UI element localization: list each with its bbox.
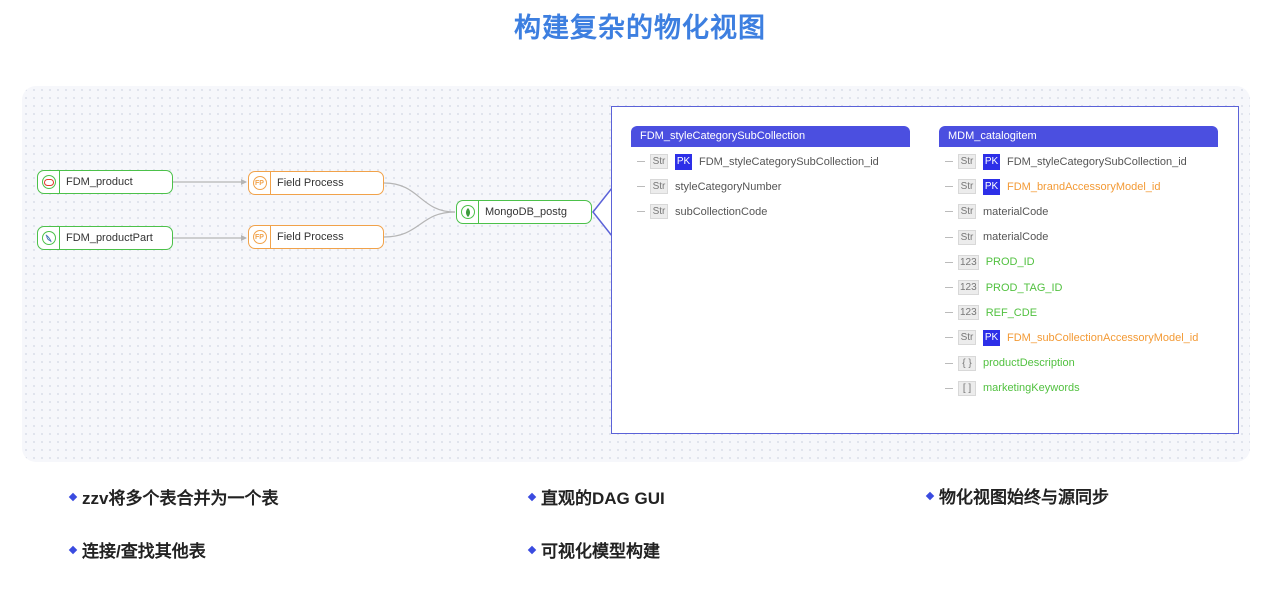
field-name: materialCode [983,205,1049,218]
table-field-row[interactable]: Str PK FDM_brandAccessoryModel_id [939,174,1218,199]
source-label: FDM_product [66,176,133,188]
feature-item: 连接/查找其他表 [68,537,206,562]
table-field-row[interactable]: Str materialCode [939,225,1218,250]
field-name: PROD_ID [985,256,1035,269]
table-field-row[interactable]: 123 REF_CDE [939,300,1218,325]
arrow-head-1 [241,179,247,185]
source-node-fdm-productpart[interactable]: FDM_productPart [37,226,173,250]
field-type-badge: Str [958,330,976,346]
field-connector [945,387,953,389]
process-label: Field Process [277,177,344,189]
feature-item: zzv将多个表合并为一个表 [68,484,278,509]
field-type-badge: { } [958,355,976,371]
target-node-mongodb[interactable]: MongoDB_postg [456,200,592,224]
bullet-diamond-icon [68,492,78,501]
field-connector [945,261,953,263]
field-name: materialCode [983,231,1049,244]
page-title: 构建复杂的物化视图 [514,13,766,43]
field-connector [945,287,953,289]
target-label: MongoDB_postg [485,206,567,218]
feature-item: 直观的DAG GUI [527,484,665,509]
table-field-row[interactable]: Str materialCode [939,199,1218,224]
field-connector [945,362,953,364]
table-field-row[interactable]: Str PK FDM_styleCategorySubCollection_id [631,149,910,174]
field-type-badge: 123 [958,254,979,270]
field-type-badge: Str [958,204,976,220]
bullet-diamond-icon [925,491,935,500]
mysql-dolphin-icon [38,227,60,249]
field-name: FDM_styleCategorySubCollection_id [699,155,879,168]
field-name: marketingKeywords [983,382,1080,395]
field-process-icon: FP [249,172,271,194]
field-connector [945,211,953,213]
feature-item: 物化视图始终与源同步 [925,483,1109,508]
field-type-badge: Str [650,204,668,220]
oracle-icon [38,171,60,193]
table-field-row[interactable]: Str subCollectionCode [631,199,910,224]
table-fdm-stylecategorysubcollection: FDM_styleCategorySubCollection Str PK FDM_… [631,126,910,225]
table-field-row[interactable]: 123 PROD_TAG_ID [939,275,1218,300]
table-field-row[interactable]: 123 PROD_ID [939,250,1218,275]
field-type-badge: Str [650,179,668,195]
wire-process1-target [383,182,456,213]
mongodb-leaf-icon [457,201,479,223]
field-connector [945,236,953,238]
field-connector [637,211,645,213]
field-type-badge: 123 [958,305,979,321]
field-type-badge: 123 [958,280,979,296]
field-name: subCollectionCode [675,205,768,218]
field-type-badge: Str [958,229,976,245]
arrow-head-2 [241,235,247,241]
field-connector [637,161,645,163]
field-type-badge: Str [958,154,976,170]
field-type-badge: Str [958,179,976,195]
bullet-diamond-icon [527,545,537,554]
primary-key-badge: PK [983,329,1000,346]
field-connector [945,337,953,339]
field-connector [637,186,645,188]
table-field-row[interactable]: { } productDescription [939,351,1218,376]
primary-key-badge: PK [983,153,1000,170]
table-field-row[interactable]: Str PK FDM_styleCategorySubCollection_id [939,149,1218,174]
field-name: FDM_brandAccessoryModel_id [1007,180,1161,193]
field-name: styleCategoryNumber [675,180,782,193]
table-field-row[interactable]: Str PK FDM_subCollectionAccessoryModel_id [939,325,1218,350]
wire-process2-target [383,211,456,238]
field-connector [945,161,953,163]
source-label: FDM_productPart [66,232,153,244]
field-name: REF_CDE [985,306,1038,319]
bullet-diamond-icon [527,492,537,501]
table-header: MDM_catalogitem [939,126,1218,147]
process-node-field-process-1[interactable]: FP Field Process [248,171,384,195]
table-header: FDM_styleCategorySubCollection [631,126,910,147]
field-connector [945,186,953,188]
field-name: PROD_TAG_ID [985,281,1063,294]
field-type-badge: Str [650,154,668,170]
source-node-fdm-product[interactable]: FDM_product [37,170,173,194]
bullet-diamond-icon [68,545,78,554]
field-name: FDM_styleCategorySubCollection_id [1007,155,1187,168]
table-field-row[interactable]: [ ] marketingKeywords [939,376,1218,401]
field-name: productDescription [983,357,1075,370]
process-label: Field Process [277,231,344,243]
table-field-row[interactable]: Str styleCategoryNumber [631,174,910,199]
primary-key-badge: PK [675,153,692,170]
panel-pointer [592,185,613,239]
field-process-icon: FP [249,226,271,248]
field-name: FDM_subCollectionAccessoryModel_id [1007,331,1199,344]
process-node-field-process-2[interactable]: FP Field Process [248,225,384,249]
field-type-badge: [ ] [958,380,976,396]
primary-key-badge: PK [983,178,1000,195]
field-connector [945,312,953,314]
feature-item: 可视化模型构建 [527,537,660,562]
